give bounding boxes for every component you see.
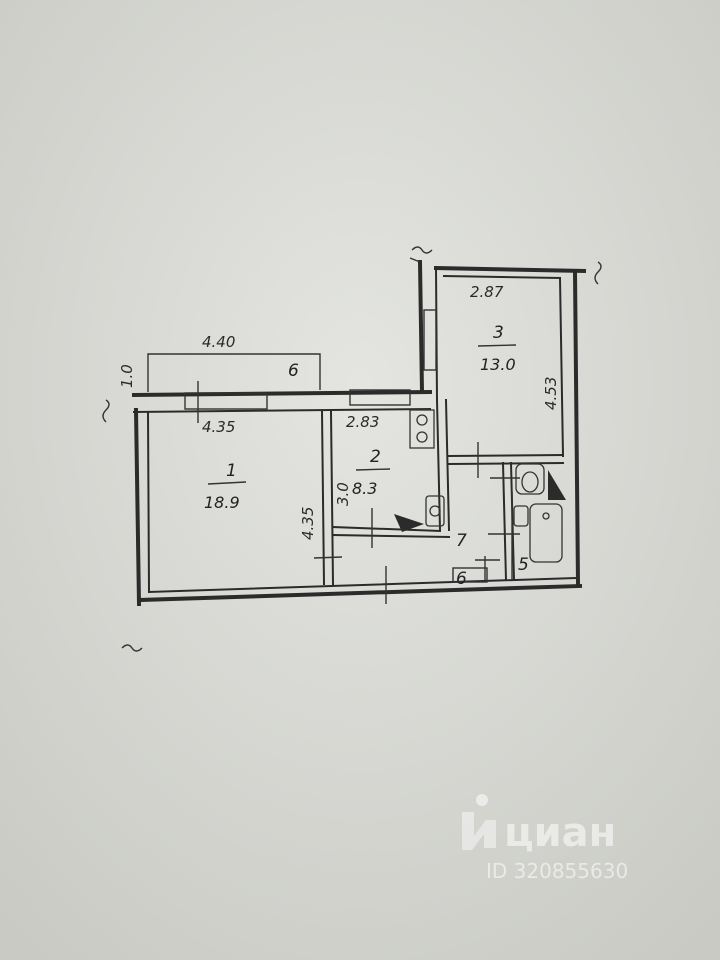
room-3-number: 3 xyxy=(493,323,504,343)
duct-icon xyxy=(394,514,424,532)
dim-balcony-depth: 1.0 xyxy=(118,364,136,388)
room-1-area: 18.9 xyxy=(204,493,240,512)
watermark: циан ID 320855630 xyxy=(462,794,628,883)
watermark-brand: циан xyxy=(504,810,616,856)
hall-label: 7 xyxy=(456,531,467,551)
dim-room1-width: 4.35 xyxy=(202,418,235,436)
dim-balcony-length: 4.40 xyxy=(202,333,235,351)
room-2-number: 2 xyxy=(370,447,381,467)
dim-room1-depth: 4.35 xyxy=(299,507,317,540)
balcony xyxy=(147,353,321,392)
bath-label: 5 xyxy=(518,555,529,575)
room-1-number: 1 xyxy=(226,461,237,481)
room-2: 2 8.3 xyxy=(352,447,391,498)
dim-room3-width: 2.87 xyxy=(470,283,504,301)
dim-kitchen-width: 2.83 xyxy=(346,413,379,431)
bathtub-icon xyxy=(529,503,563,563)
stove-icon xyxy=(409,409,435,449)
fixtures xyxy=(394,409,566,563)
room-3: 3 13.0 xyxy=(477,323,517,374)
toilet-icon xyxy=(515,463,545,495)
room-1: 1 18.9 xyxy=(204,461,247,512)
vent-icon xyxy=(548,470,566,500)
outer-walls xyxy=(102,246,602,652)
washbasin-icon xyxy=(513,505,529,527)
room-2-area: 8.3 xyxy=(352,479,377,498)
dimension-labels: 4.40 1.0 4.35 4.35 2.83 3.0 2.87 4.53 xyxy=(118,283,560,540)
dim-room3-depth: 4.53 xyxy=(542,377,560,410)
kitchen-sink-icon xyxy=(425,495,445,527)
watermark-id: ID 320855630 xyxy=(486,859,628,883)
dim-kitchen-depth: 3.0 xyxy=(334,482,352,506)
cian-logo-icon xyxy=(462,794,496,850)
closet-label: 6 xyxy=(456,569,467,589)
room-3-area: 13.0 xyxy=(480,355,516,374)
balcony-label: 6 xyxy=(288,361,299,381)
